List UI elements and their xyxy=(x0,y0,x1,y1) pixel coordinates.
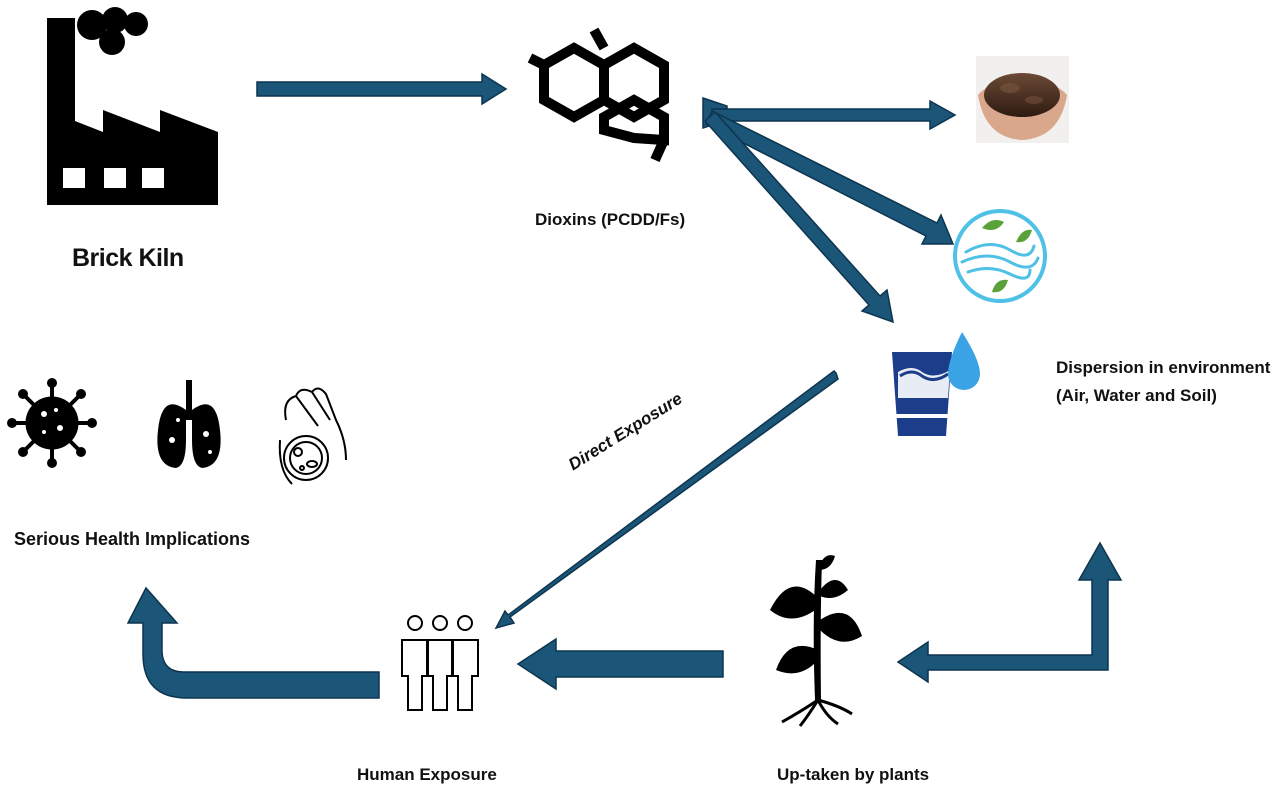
dioxins-label: Dioxins (PCDD/Fs) xyxy=(535,210,686,229)
lungs-icon xyxy=(157,380,221,468)
petri-dish-hand-icon xyxy=(278,387,347,485)
virus-icon xyxy=(7,378,97,468)
plants-label: Up-taken by plants xyxy=(777,765,930,784)
water-bucket-icon xyxy=(892,332,980,436)
dispersion-label-line1: Dispersion in environment xyxy=(1056,358,1271,377)
arrow-human-to-health xyxy=(126,586,380,699)
arrow-dioxins-to-air xyxy=(705,109,955,245)
human-exposure-label: Human Exposure xyxy=(357,765,497,784)
soil-in-hands-icon xyxy=(976,56,1069,143)
arrow-dioxins-to-water xyxy=(703,110,894,324)
people-icon xyxy=(401,615,479,711)
arrow-dioxins-to-soil xyxy=(711,99,957,131)
health-label: Serious Health Implications xyxy=(14,529,251,549)
arrows xyxy=(126,72,1123,699)
dispersion-label-line2: (Air, Water and Soil) xyxy=(1056,386,1217,405)
arrow-environment-to-plants xyxy=(896,541,1123,684)
plant-icon xyxy=(770,555,862,727)
air-wind-icon xyxy=(953,209,1047,303)
factory-icon xyxy=(47,7,218,205)
brick-kiln-label: Brick Kiln xyxy=(72,244,184,272)
arrow-plants-to-human xyxy=(516,637,724,691)
arrow-kiln-to-dioxins xyxy=(256,72,508,106)
dioxin-molecule-icon xyxy=(527,27,669,163)
dispersion-label: Dispersion in environment (Air, Water an… xyxy=(1056,354,1270,410)
arrow-direct-exposure xyxy=(494,370,839,630)
